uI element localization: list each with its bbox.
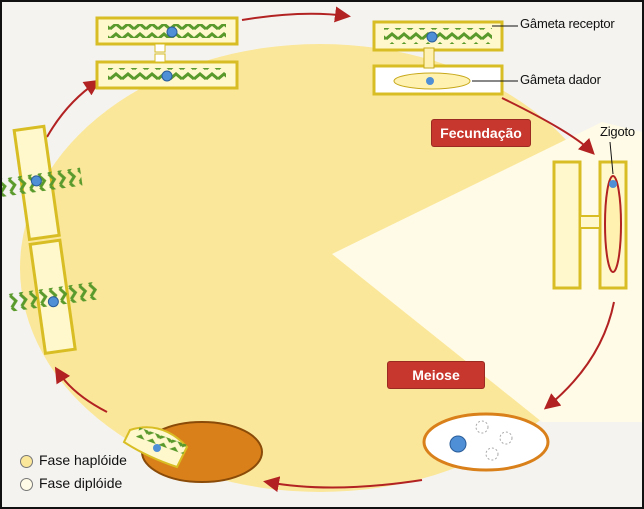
legend-diploid: Fase diplóide (20, 475, 122, 491)
arrow-bottom (263, 476, 423, 493)
germinating-zygospore (122, 421, 263, 483)
vegetative-filament (2, 124, 99, 355)
arrow-top (241, 6, 351, 23)
stage-meiosis: Meiose (388, 362, 484, 388)
legend-diploid-swatch (20, 477, 33, 491)
legend-haploid-label: Fase haplóide (39, 452, 127, 468)
legend-diploid-label: Fase diplóide (39, 475, 123, 491)
legend-haploid: Fase haplóide (20, 452, 127, 468)
cycle-arrows (46, 6, 615, 493)
stage-fertilization: Fecundação (432, 120, 530, 146)
meiosis-zygospore (422, 412, 550, 472)
zygote-cells (552, 160, 628, 290)
legend-haploid-swatch (20, 454, 33, 468)
arrow-to-filament (54, 366, 108, 413)
label-zygote: Zigoto (600, 124, 635, 139)
arrow-to-meiosis (543, 301, 615, 410)
arrow-left-top (46, 79, 101, 138)
leader-zygote (609, 141, 614, 175)
gametes-fusion (372, 20, 504, 96)
arrow-to-zygote (501, 97, 595, 155)
label-gamete-donor: Gâmeta dador (520, 72, 601, 87)
label-gamete-receptor: Gâmeta receptor (520, 16, 615, 31)
conjugation-filaments (95, 16, 239, 90)
